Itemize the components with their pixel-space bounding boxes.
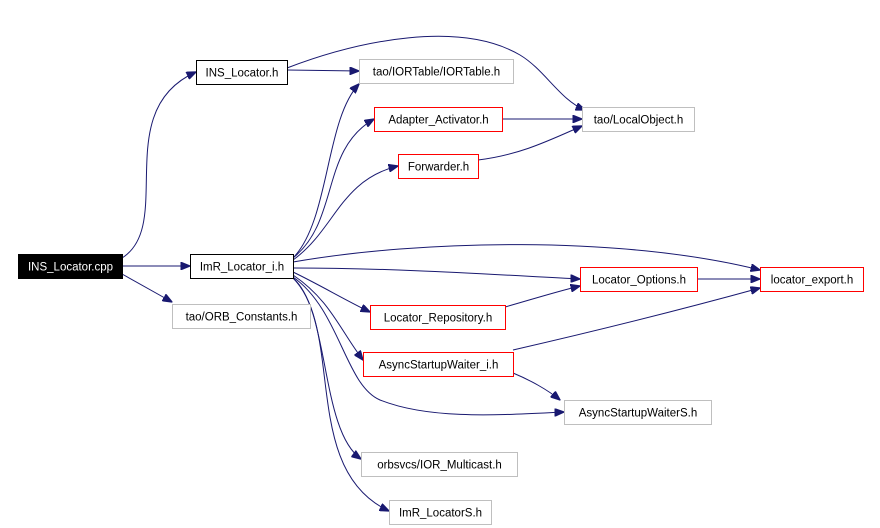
node-box <box>363 352 514 377</box>
nodes-layer: INS_Locator.cpp INS_Locator.hImR_Locator_… <box>18 59 864 525</box>
edge-asyncstartupwaiter_i_h-to-asyncstartupwaiters_h <box>512 372 560 400</box>
node-box <box>398 154 479 179</box>
edge-forwarder_h-to-localobject_h <box>477 126 582 161</box>
edge-ins_locator_cpp-to-orb_constants_h <box>121 273 172 302</box>
node-label: tao/ORB_Constants.h <box>186 312 298 324</box>
node-label: Adapter_Activator.h <box>388 115 488 127</box>
node-label: ImR_Locator_i.h <box>200 262 284 274</box>
node-label: INS_Locator.h <box>206 68 279 80</box>
edge-imr_locator_i_h-to-iortable_h <box>292 84 359 259</box>
node-locator_repository_h[interactable]: Locator_Repository.h <box>370 305 506 330</box>
node-box <box>361 452 518 477</box>
edge-imr_locator_i_h-to-forwarder_h <box>292 166 398 261</box>
edge-imr_locator_i_h-to-asyncstartupwaiter_i_h <box>292 274 363 360</box>
node-label: locator_export.h <box>771 275 853 287</box>
edge-ins_locator_h-to-localobject_h <box>286 35 585 110</box>
node-box <box>190 254 294 279</box>
node-orb_constants_h: tao/ORB_Constants.h <box>172 304 311 329</box>
node-box <box>18 254 123 279</box>
node-localobject_h: tao/LocalObject.h <box>582 107 695 132</box>
node-box <box>580 267 698 292</box>
node-imr_locator_i_h[interactable]: ImR_Locator_i.h <box>190 254 294 279</box>
node-ins_locator_h[interactable]: INS_Locator.h <box>196 60 288 85</box>
edge-asyncstartupwaiter_i_h-to-locator_export_h <box>512 288 760 351</box>
node-label: tao/IORTable/IORTable.h <box>373 67 500 79</box>
node-label: Locator_Options.h <box>592 275 686 287</box>
edge-ins_locator_h-to-iortable_h <box>286 70 359 71</box>
node-asyncstartupwaiters_h: AsyncStartupWaiterS.h <box>564 400 712 425</box>
node-box <box>359 59 514 84</box>
node-box <box>172 304 311 329</box>
node-iortable_h: tao/IORTable/IORTable.h <box>359 59 514 84</box>
edge-imr_locator_i_h-to-adapter_activator_h <box>292 119 374 259</box>
edge-imr_locator_i_h-to-imr_locators_h <box>292 277 389 511</box>
node-box <box>760 267 864 292</box>
node-adapter_activator_h[interactable]: Adapter_Activator.h <box>374 107 503 132</box>
edge-locator_repository_h-to-locator_options_h <box>504 286 580 308</box>
node-ior_multicast_h: orbsvcs/IOR_Multicast.h <box>361 452 518 477</box>
node-label: INS_Locator.cpp <box>28 262 113 274</box>
node-box <box>370 305 506 330</box>
edge-imr_locator_i_h-to-locator_export_h <box>292 244 760 270</box>
node-ins_locator_cpp[interactable]: INS_Locator.cpp <box>18 254 123 279</box>
edge-imr_locator_i_h-to-asyncstartupwaiters_h <box>292 276 564 415</box>
node-label: AsyncStartupWaiterS.h <box>579 408 697 420</box>
node-label: AsyncStartupWaiter_i.h <box>379 360 499 372</box>
node-label: ImR_LocatorS.h <box>399 508 482 520</box>
edge-imr_locator_i_h-to-locator_options_h <box>292 267 580 279</box>
node-forwarder_h[interactable]: Forwarder.h <box>398 154 479 179</box>
node-box <box>196 60 288 85</box>
node-box <box>389 500 492 525</box>
edges-layer <box>121 35 760 511</box>
edge-imr_locator_i_h-to-locator_repository_h <box>292 271 370 312</box>
node-label: Locator_Repository.h <box>384 313 492 325</box>
edge-ins_locator_cpp-to-ins_locator_h <box>121 72 196 259</box>
node-label: Forwarder.h <box>408 162 469 174</box>
node-label: tao/LocalObject.h <box>594 115 684 127</box>
node-box <box>582 107 695 132</box>
node-locator_export_h[interactable]: locator_export.h <box>760 267 864 292</box>
node-imr_locators_h: ImR_LocatorS.h <box>389 500 492 525</box>
node-asyncstartupwaiter_i_h[interactable]: AsyncStartupWaiter_i.h <box>363 352 514 377</box>
node-box <box>374 107 503 132</box>
node-box <box>564 400 712 425</box>
node-label: orbsvcs/IOR_Multicast.h <box>377 460 502 472</box>
node-locator_options_h[interactable]: Locator_Options.h <box>580 267 698 292</box>
